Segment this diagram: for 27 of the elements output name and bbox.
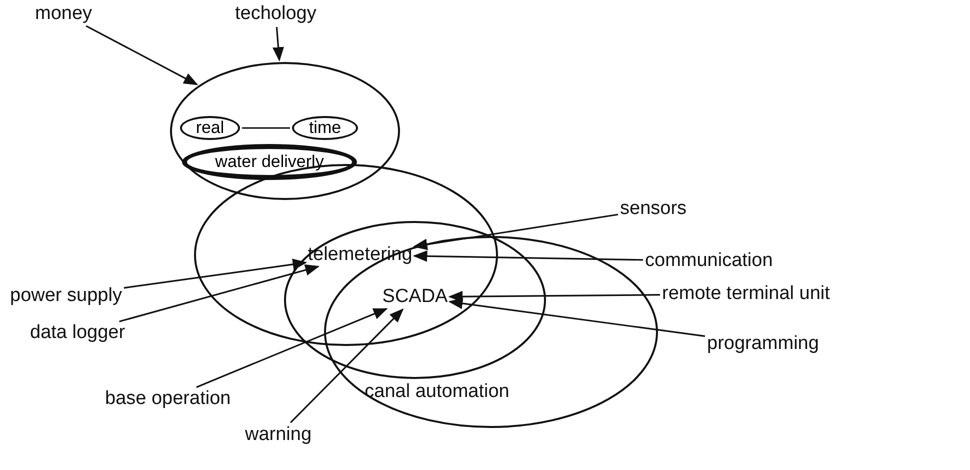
- oval-label: canal automation: [364, 381, 510, 403]
- arrow: [290, 308, 404, 424]
- ellipse-shape: [170, 62, 400, 200]
- label-text: warning: [245, 424, 312, 446]
- label-text: data logger: [30, 322, 126, 344]
- oval-label: SCADA: [382, 286, 448, 308]
- label-text: base operation: [105, 388, 231, 410]
- arrow: [412, 214, 618, 250]
- arrow: [119, 264, 320, 322]
- arrow: [448, 290, 660, 302]
- connector-line: [242, 127, 290, 129]
- label-text: sensors: [620, 198, 687, 220]
- label-text: remote terminal unit: [662, 283, 830, 305]
- label-text: power supply: [10, 285, 122, 307]
- label-text: money: [35, 3, 92, 25]
- label-text: techology: [235, 3, 316, 25]
- arrow: [124, 258, 308, 289]
- arrow: [448, 298, 706, 337]
- arrow: [412, 250, 644, 262]
- label-text: communication: [645, 250, 773, 272]
- arrow: [196, 308, 388, 388]
- term-oval: real: [180, 116, 240, 140]
- label-text: programming: [707, 333, 819, 355]
- term-oval: water deliverly: [182, 144, 357, 180]
- arrow: [86, 25, 198, 86]
- arrow: [272, 26, 284, 62]
- term-oval: time: [292, 116, 358, 140]
